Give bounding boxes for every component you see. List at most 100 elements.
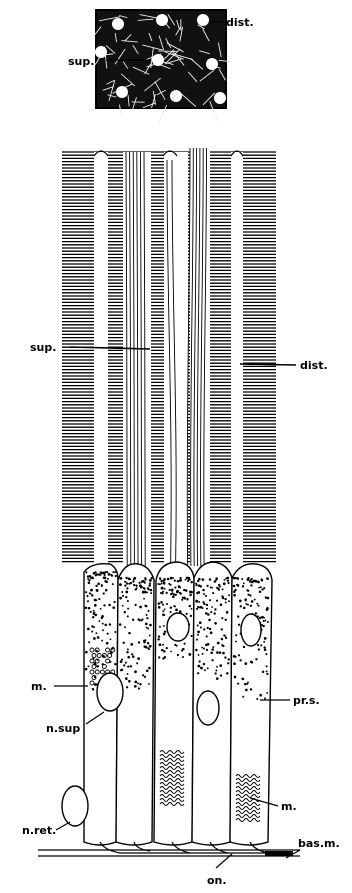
stipple-dot — [214, 622, 217, 625]
m-right-label: m. — [281, 800, 297, 813]
stipple-dot — [228, 594, 230, 596]
stipple-dot — [202, 607, 204, 609]
stipple-dot — [159, 578, 161, 580]
nucleus — [62, 786, 88, 826]
stipple-dot — [227, 582, 229, 584]
m-left-label: m. — [31, 680, 47, 693]
stipple-dot — [147, 588, 149, 590]
stipple-dot — [174, 605, 176, 607]
stipple-dot — [85, 571, 87, 573]
stipple-dot — [130, 643, 133, 646]
stipple-dot — [251, 661, 253, 663]
stipple-dot — [211, 648, 214, 651]
stipple-dot — [134, 681, 137, 684]
stipple-dot — [158, 606, 161, 609]
stipple-dot — [216, 600, 218, 602]
stipple-dot — [163, 582, 166, 585]
inset-dot — [112, 18, 124, 30]
stipple-dot — [208, 619, 211, 622]
stipple-dot — [166, 647, 168, 649]
stipple-dot — [159, 626, 161, 628]
inset-sup-label: sup. — [68, 55, 94, 68]
stipple-dot — [121, 659, 123, 661]
stipple-dot — [128, 680, 131, 683]
stipple-dot — [264, 698, 266, 700]
stipple-dot — [139, 683, 141, 685]
stipple-dot — [123, 664, 125, 666]
stipple-dot — [97, 636, 100, 639]
stipple-dot — [205, 595, 207, 597]
stipple-dot — [142, 674, 144, 676]
inset-dist-label: dist. — [226, 16, 254, 29]
stipple-dot — [254, 599, 256, 601]
stipple-dot — [89, 575, 92, 578]
n-ret-leader — [56, 822, 70, 830]
stipple-dot — [100, 608, 102, 610]
stipple-dot — [162, 591, 164, 593]
stipple-dot — [197, 624, 199, 626]
stipple-dot — [223, 582, 226, 585]
stipple-dot — [220, 674, 222, 676]
stipple-dot — [163, 650, 166, 653]
stipple-dot — [103, 592, 105, 594]
stipple-dot — [171, 589, 173, 591]
stipple-dot — [257, 644, 259, 646]
stipple-dot — [178, 585, 181, 588]
stipple-dot — [185, 613, 187, 615]
stipple-dot — [214, 580, 216, 582]
stipple-dot — [242, 585, 244, 587]
stipple-dot — [138, 582, 140, 584]
stipple-dot — [259, 694, 262, 697]
stipple-dot — [203, 603, 205, 605]
stipple-dot — [226, 672, 228, 674]
stipple-dot — [225, 619, 227, 621]
stipple-dot — [198, 601, 200, 603]
stipple-dot — [88, 581, 91, 584]
bas-m-label: bas.m. — [298, 837, 340, 850]
stipple-dot — [131, 653, 133, 655]
stipple-dot — [214, 608, 216, 610]
stipple-dot — [233, 585, 236, 588]
stipple-dot — [260, 586, 262, 588]
retinula-cells: m. n.sup n.ret. pr.s. m. bas.m. on. — [22, 562, 340, 887]
stipple-dot — [247, 590, 249, 592]
stipple-dot — [161, 582, 163, 584]
stipple-dot — [201, 647, 203, 649]
stipple-dot — [88, 579, 90, 581]
stipple-dot — [179, 579, 182, 582]
stipple-dot — [225, 637, 227, 639]
stipple-dot — [135, 584, 137, 586]
stipple-dot — [127, 673, 129, 675]
stipple-dot — [221, 644, 223, 646]
stipple-dot — [104, 577, 107, 580]
stipple-dot — [101, 640, 103, 642]
stipple-dot — [106, 642, 109, 645]
stipple-dot — [195, 649, 198, 652]
stipple-dot — [92, 688, 94, 690]
stipple-dot — [209, 628, 211, 630]
stipple-dot — [112, 571, 114, 573]
nucleus — [197, 691, 219, 725]
inset-dot — [214, 92, 226, 104]
stipple-dot — [256, 603, 258, 605]
stipple-dot — [219, 586, 221, 588]
stipple-dot — [175, 608, 178, 611]
stipple-dot — [206, 608, 208, 610]
stipple-dot — [206, 635, 208, 637]
stipple-dot — [202, 589, 205, 592]
stipple-dot — [170, 593, 172, 595]
stipple-dot — [190, 591, 193, 594]
stipple-dot — [126, 582, 128, 584]
nucleus — [241, 614, 261, 646]
stipple-dot — [87, 628, 90, 631]
stipple-dot — [251, 600, 254, 603]
stipple-dot — [107, 578, 109, 580]
stipple-dot — [250, 584, 252, 586]
stipple-dot — [246, 683, 248, 685]
stipple-dot — [181, 599, 183, 601]
stipple-dot — [221, 617, 223, 619]
dist-label: dist. — [300, 359, 328, 372]
stipple-dot — [125, 591, 128, 594]
stipple-dot — [263, 625, 265, 627]
stipple-dot — [103, 572, 106, 575]
